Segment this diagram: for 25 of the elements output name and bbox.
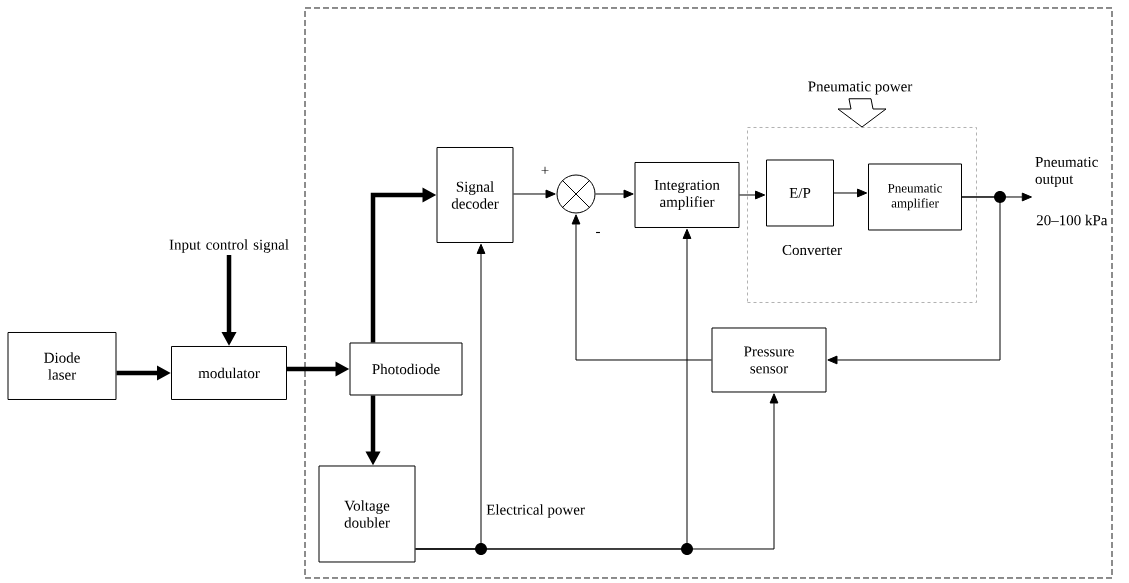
label: - [596, 231, 600, 234]
process-box: E/P [766, 159, 834, 227]
process-box: Photodiode [349, 342, 463, 396]
arrow [571, 214, 712, 361]
process-box: Pressure sensor [711, 327, 827, 393]
label: + [541, 166, 549, 174]
arrow [415, 393, 779, 550]
input-text: Pneumatic power [808, 81, 913, 95]
arrow [827, 196, 1001, 365]
output-text: Pneumatic output 20–100 kPa [1035, 156, 1108, 226]
arrow [739, 190, 766, 200]
arrow [513, 189, 556, 199]
process-box: Integration amplifier [634, 162, 740, 228]
process-box: modulator [171, 346, 287, 400]
input-text: Input control signal [169, 239, 289, 253]
system-boundary [304, 7, 1113, 579]
summing-junction [556, 174, 596, 214]
label: Electrical power [486, 504, 585, 518]
process-box: Signal decoder [436, 147, 514, 243]
block-arrow [837, 98, 887, 128]
process-box: Diode laser [7, 332, 117, 400]
arrow [833, 188, 868, 198]
process-box: Pneumatic amplifier [868, 163, 962, 231]
arrow [595, 189, 634, 199]
process-box: Voltage doubler [318, 465, 416, 563]
